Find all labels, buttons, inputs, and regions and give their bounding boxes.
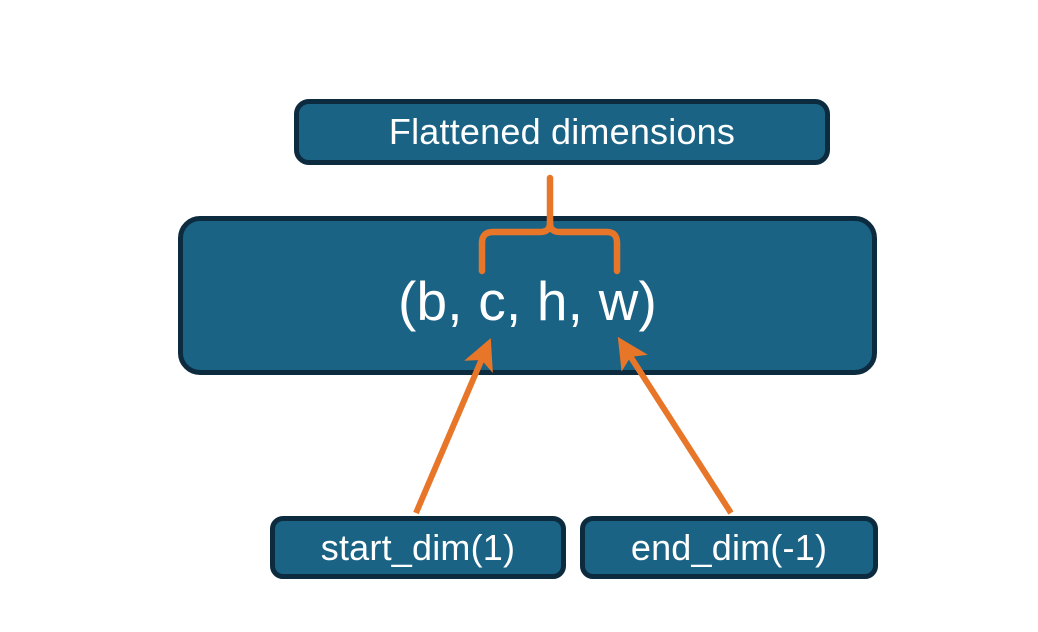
- tensor-shape-box[interactable]: (b, c, h, w): [178, 216, 877, 375]
- start-dim-label: start_dim(1): [320, 526, 516, 568]
- flattened-dimensions-label: Flattened dimensions: [388, 111, 736, 152]
- start-dim-box[interactable]: start_dim(1): [270, 516, 566, 579]
- end-dim-label: end_dim(-1): [630, 526, 828, 568]
- flattened-dimensions-box[interactable]: Flattened dimensions: [294, 99, 830, 165]
- end-dim-box[interactable]: end_dim(-1): [580, 516, 878, 579]
- tensor-shape-label: (b, c, h, w): [397, 270, 658, 332]
